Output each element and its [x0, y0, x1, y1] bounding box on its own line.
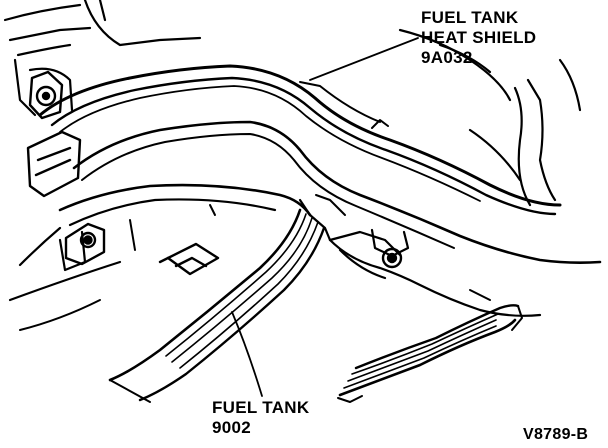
fuel-tank-label: FUEL TANK [212, 398, 310, 417]
figure-code: V8789-B [523, 426, 589, 443]
fuel-tank-leader-line [231, 311, 263, 397]
heat-shield-band [38, 64, 602, 264]
heat-shield-label-line2: HEAT SHIELD [421, 28, 537, 47]
heat-shield-callout: FUEL TANK HEAT SHIELD 9A032 [421, 8, 536, 68]
fuel-tank-flange-right [337, 304, 523, 403]
mounting-bracket-upper [28, 70, 64, 120]
floor-pan-lines [19, 289, 491, 403]
fuel-tank-callout: FUEL TANK 9002 [212, 398, 309, 438]
heat-shield-leader-line [309, 37, 419, 81]
heat-shield-part-number: 9A032 [421, 48, 473, 67]
mounting-bolt-left [64, 222, 106, 266]
fuel-tank-part-number: 9002 [212, 418, 252, 437]
tank-sump-recess [158, 242, 220, 276]
heat-shield-label-line1: FUEL TANK [421, 8, 519, 27]
fuel-tank-body [8, 183, 312, 302]
body-panel-right [398, 28, 582, 207]
mounting-bolt-right [381, 247, 403, 269]
mounting-bracket-lower [26, 130, 82, 198]
fuel-tank-flange [108, 194, 346, 402]
body-panel-upper-left [3, 0, 202, 117]
tank-corner-right [328, 228, 542, 317]
